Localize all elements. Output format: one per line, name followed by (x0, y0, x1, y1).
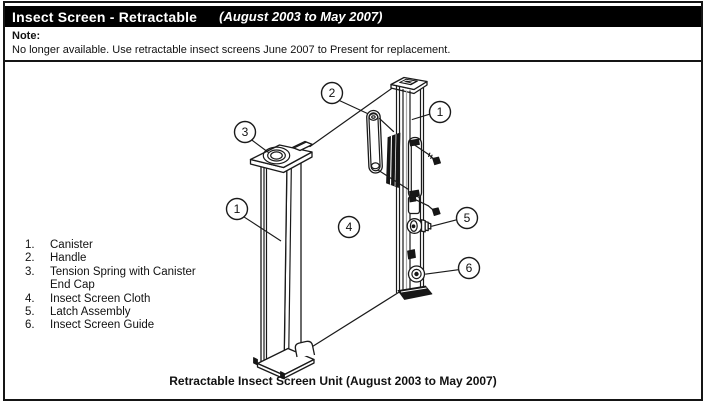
figure-caption: Retractable Insect Screen Unit (August 2… (169, 374, 497, 388)
screen-guide-drawing (407, 249, 426, 283)
part-number: 1. (25, 239, 35, 251)
latch-assembly-drawing (406, 218, 432, 234)
page-title: Insect Screen - Retractable (12, 8, 198, 25)
screen-cloth-edges (303, 80, 403, 353)
page-subtitle: (August 2003 to May 2007) (219, 9, 383, 24)
part-label: Tension Spring with Canister End Cap (50, 265, 196, 292)
canister-drawing (249, 140, 316, 380)
part-number: 3. (25, 265, 35, 278)
canister-end-cap (249, 140, 314, 174)
part-item-3: 3. Tension Spring with Canister End Cap (25, 266, 212, 293)
rail-mount-pieces (407, 136, 423, 215)
callout-screen-cloth: 4 (337, 215, 361, 239)
part-label: Latch Assembly (50, 306, 131, 319)
part-label: Insect Screen Cloth (50, 292, 151, 305)
part-label: Handle (50, 252, 87, 265)
callout-label: 4 (346, 220, 353, 234)
note-box: Note: No longer available. Use retractab… (5, 27, 701, 62)
screw-upper (413, 143, 442, 166)
callout-label: 5 (464, 211, 471, 225)
leader-lines (243, 99, 459, 275)
part-item-1: 1. Canister (25, 239, 212, 252)
callout-label: 3 (242, 125, 249, 139)
part-number: 6. (25, 319, 35, 332)
part-label: Canister (50, 239, 93, 251)
part-item-5: 5. Latch Assembly (25, 306, 212, 319)
part-number: 2. (25, 252, 35, 265)
header-bar: Insect Screen - Retractable (August 2003… (5, 6, 701, 27)
part-number: 5. (25, 306, 35, 319)
screw-lower (413, 198, 441, 217)
callout-frame-right: 1 (428, 100, 452, 124)
part-item-4: 4. Insect Screen Cloth (25, 293, 212, 306)
callout-handle: 2 (320, 81, 344, 105)
part-number: 4. (25, 292, 35, 305)
handle-drawing (366, 109, 410, 191)
page-border (3, 1, 703, 401)
callout-latch-assembly: 5 (455, 206, 479, 230)
callout-tension-spring: 3 (233, 120, 257, 144)
frame-rail-drawing (390, 76, 433, 300)
note-text: No longer available. Use retractable ins… (12, 44, 451, 56)
callout-canister-left: 1 (225, 197, 249, 221)
callout-label: 1 (234, 202, 241, 216)
part-item-6: 6. Insect Screen Guide (25, 319, 212, 332)
callout-label: 1 (437, 105, 444, 119)
part-item-2: 2. Handle (25, 252, 212, 265)
part-label: Insect Screen Guide (50, 319, 155, 332)
callout-label: 2 (329, 86, 336, 100)
callout-screen-guide: 6 (457, 256, 481, 280)
parts-list: 1. Canister 2. Handle 3. Tension Spring … (25, 239, 212, 333)
note-label: Note: (12, 30, 41, 42)
callout-label: 6 (466, 261, 473, 275)
